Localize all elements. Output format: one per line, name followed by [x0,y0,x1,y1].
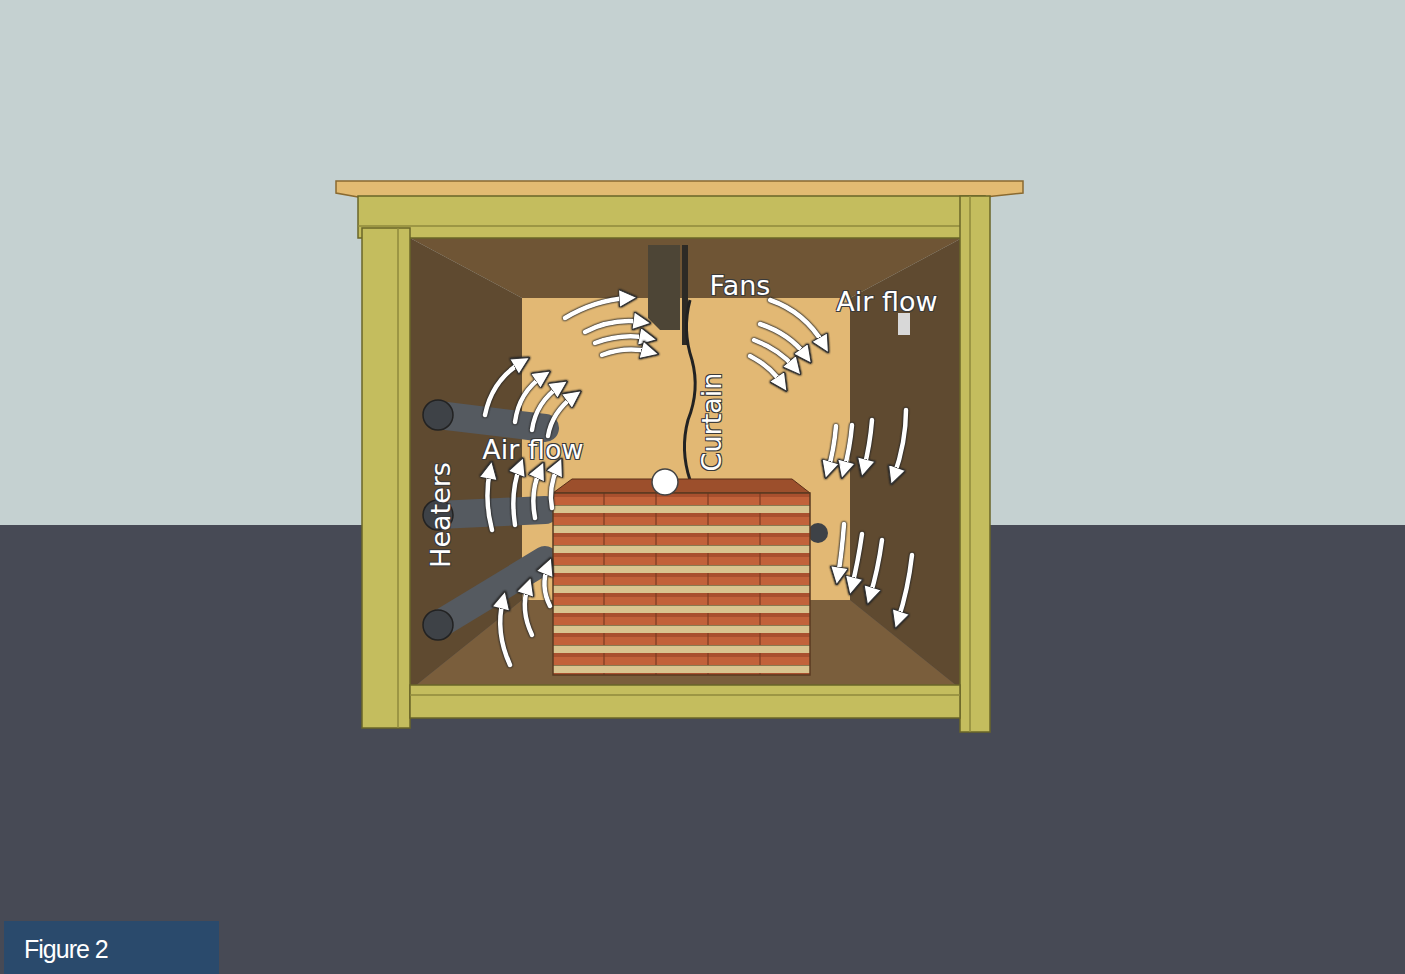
curtain [684,300,695,480]
heaters-part [438,510,545,515]
kiln-frame-part [969,196,971,732]
airflow-arrows-part [870,540,882,596]
part-label: Curtain [698,373,725,472]
airflow-arrows-part [770,300,824,345]
airflow-arrows-part [894,410,906,476]
kiln-frame-part [960,196,990,732]
airflow-arrows-part [544,566,550,606]
airflow-arrows-part [585,321,642,332]
kiln-frame-part [397,228,399,728]
lumber-stack-part [553,479,810,493]
airflow-arrows-part [500,600,510,665]
part-label: Air flow [482,436,583,463]
airflow-arrows-part [533,470,540,518]
airflow-arrows-part [595,336,648,343]
kiln-frame-part [410,685,960,718]
fan-partition-part [648,245,680,330]
kiln-frame-part [410,694,960,696]
airflow-arrows-part [828,426,836,470]
lumber-stack-part [553,493,810,675]
heaters-part [808,523,828,543]
kiln-frame-part [362,228,410,728]
figure-caption: Figure 2 [24,935,108,964]
airflow-arrows-part [551,466,558,508]
airflow-arrows-part [513,466,520,525]
airflow-arrows-part [864,420,872,468]
part-label: Air flow [836,288,937,315]
airflow-arrows-part [852,534,862,586]
airflow-arrows-part [532,386,560,430]
kiln-interior [410,238,962,690]
heaters-part [423,400,453,430]
lid [336,181,1023,197]
part-label: Heaters [427,462,454,568]
heaters-part [423,610,453,640]
background-part [0,0,1405,525]
airflow-arrows-part [548,396,574,436]
heaters-part [438,415,545,428]
airflow-arrows [485,298,912,665]
part-label: Fans [710,272,771,299]
airflow-arrows-part [838,524,844,576]
airflow-arrows-part [525,586,532,635]
lumber-stack [553,469,810,675]
fan-partition [648,245,695,480]
airflow-arrows-part [760,324,806,356]
airflow-arrows-part [565,298,628,318]
airflow-arrows-part [898,555,912,620]
airflow-arrows-part [750,356,782,384]
caption-box: Figure 2 [4,921,219,974]
vent [898,313,910,335]
kiln-frame [336,181,1023,732]
heaters-part [438,560,545,625]
airflow-arrows-part [487,470,492,530]
kiln-frame-part [358,225,985,227]
kiln-frame-part [358,196,985,238]
airflow-arrows-part [515,376,543,422]
airflow-arrows-part [844,425,852,470]
sensor-ball [652,469,678,495]
airflow-arrows-part [602,350,650,355]
